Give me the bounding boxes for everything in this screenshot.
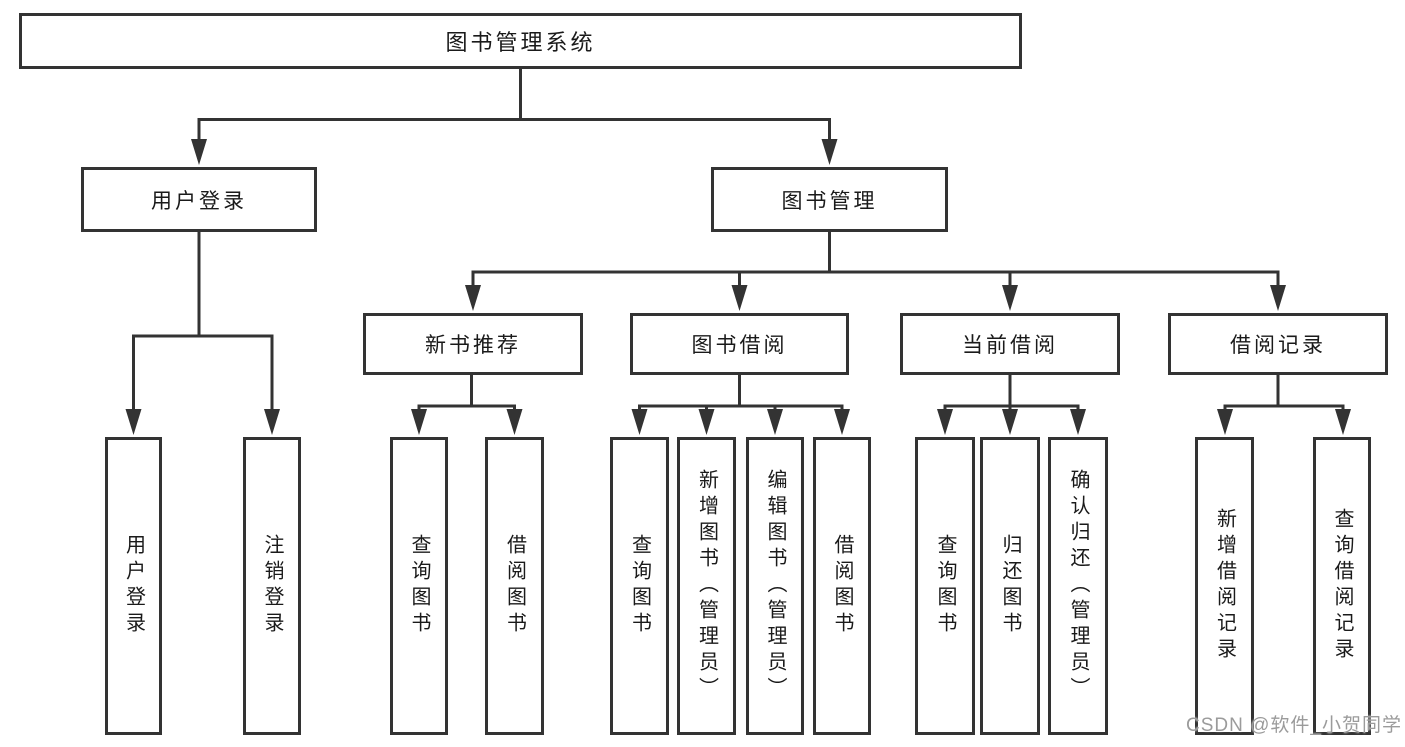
leaf-query-books-borrowing: 查询图书: [610, 437, 669, 735]
node-book-borrowing: 图书借阅: [630, 313, 849, 375]
connector-userlogin-to-leaves: [132, 230, 274, 411]
leaf-add-book-admin: 新增图书（管理员）: [677, 437, 736, 735]
connector-lines: [132, 69, 1345, 411]
node-user-login: 用户登录: [81, 167, 317, 232]
leaf-logout: 注销登录: [243, 437, 301, 735]
connector-root-to-level2: [197, 69, 831, 141]
arrowheads-level2: [191, 139, 838, 165]
leaf-confirm-return-admin: 确认归还（管理员）: [1048, 437, 1108, 735]
node-current-borrowing: 当前借阅: [900, 313, 1120, 375]
arrowheads-leaves: [125, 409, 1351, 435]
node-new-book-recommendation: 新书推荐: [363, 313, 583, 375]
connector-bookmgmt-to-level3: [471, 230, 1280, 287]
leaf-return-book: 归还图书: [980, 437, 1040, 735]
arrowheads: [125, 139, 1351, 435]
node-book-management: 图书管理: [711, 167, 948, 232]
connector-level3-to-leaves: [417, 373, 1345, 411]
leaf-query-borrow-record: 查询借阅记录: [1313, 437, 1371, 735]
leaf-query-books-current: 查询图书: [915, 437, 975, 735]
arrowheads-level3: [465, 285, 1286, 311]
node-borrowing-records: 借阅记录: [1168, 313, 1388, 375]
leaf-user-login: 用户登录: [105, 437, 162, 735]
leaf-add-borrow-record: 新增借阅记录: [1195, 437, 1254, 735]
node-library-management-system: 图书管理系统: [19, 13, 1022, 69]
leaf-borrow-books-borrowing: 借阅图书: [813, 437, 871, 735]
leaf-borrow-books-recommend: 借阅图书: [485, 437, 544, 735]
leaf-query-books-recommend: 查询图书: [390, 437, 448, 735]
leaf-edit-book-admin: 编辑图书（管理员）: [746, 437, 804, 735]
watermark: CSDN @软件_小贺同学: [1186, 715, 1402, 736]
